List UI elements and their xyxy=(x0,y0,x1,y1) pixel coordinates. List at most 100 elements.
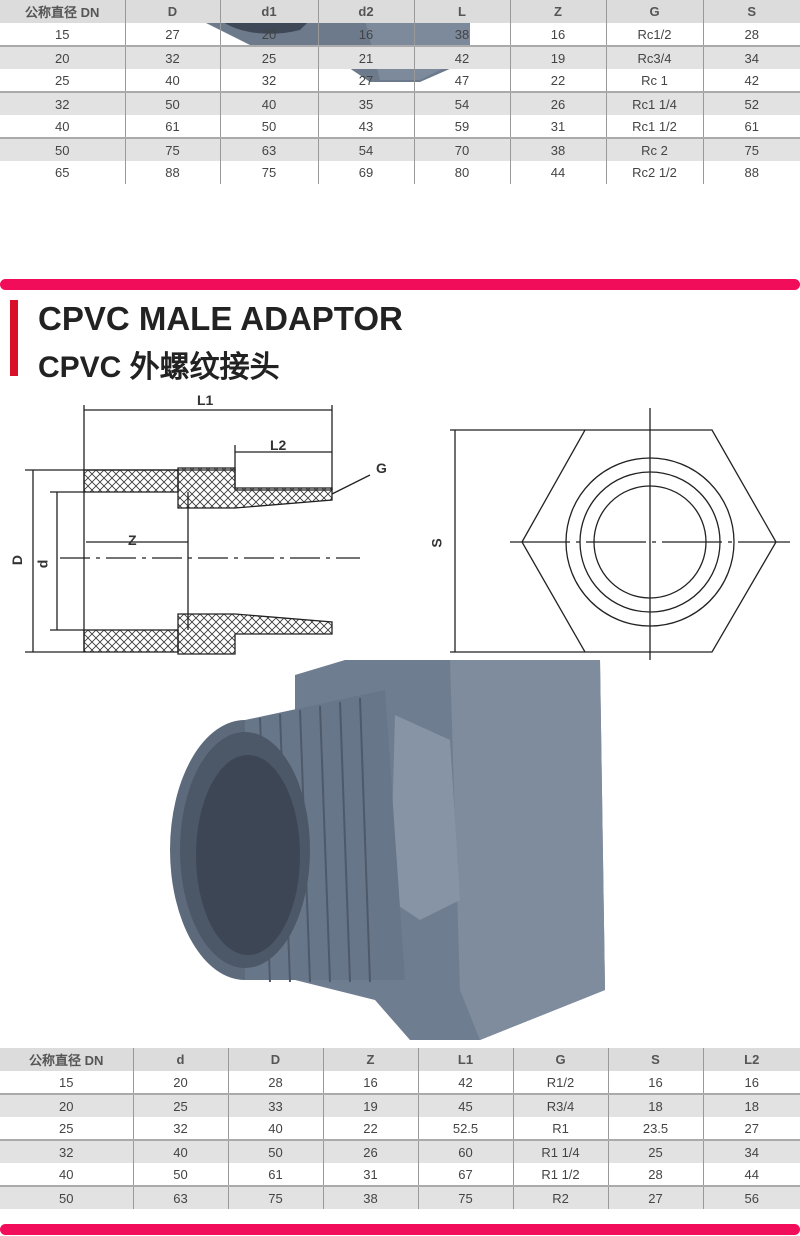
table-cell: 75 xyxy=(219,161,318,184)
column-header: D xyxy=(124,0,220,23)
table-cell: 50 xyxy=(219,115,318,138)
title-accent-bar xyxy=(10,300,18,376)
section-title-en: CPVC MALE ADAPTOR xyxy=(38,300,403,337)
column-header: d1 xyxy=(219,0,318,23)
label-G: G xyxy=(376,460,387,476)
label-L1: L1 xyxy=(197,392,214,408)
table-cell: 27 xyxy=(702,1117,800,1140)
table-cell: 26 xyxy=(322,1140,418,1163)
table-cell: 69 xyxy=(317,161,414,184)
table-cell: 70 xyxy=(413,138,510,161)
table-cell: 32 xyxy=(124,46,220,69)
table-cell: 40 xyxy=(55,118,70,134)
table-cell: 16 xyxy=(607,1071,703,1094)
table-cell: 54 xyxy=(413,92,510,115)
table-cell: 54 xyxy=(317,138,414,161)
column-header: Z xyxy=(509,0,606,23)
table-cell: R1 1/4 xyxy=(512,1140,608,1163)
table-cell: 75 xyxy=(124,138,220,161)
table-cell: 23.5 xyxy=(607,1117,703,1140)
table-cell: 50 xyxy=(124,92,220,115)
table-cell: 38 xyxy=(413,23,510,46)
table-cell: 61 xyxy=(124,115,220,138)
table-cell: 25 xyxy=(219,46,318,69)
table-cell: 88 xyxy=(124,161,220,184)
table-cell: 15 xyxy=(55,26,70,42)
table-cell: 16 xyxy=(509,23,606,46)
table-cell: 25 xyxy=(607,1140,703,1163)
table-cell: 16 xyxy=(317,23,414,46)
table-cell: 20 xyxy=(0,1094,133,1117)
divider-bar xyxy=(0,279,800,290)
table-cell: 63 xyxy=(132,1186,228,1209)
table-cell: Rc3/4 xyxy=(605,46,703,69)
table-cell: 22 xyxy=(509,69,606,92)
technical-drawing xyxy=(25,405,790,660)
table-cell: R1/2 xyxy=(512,1071,608,1094)
table-cell: R1 xyxy=(512,1117,608,1140)
table-cell: 50 xyxy=(132,1163,228,1186)
table-cell: 56 xyxy=(702,1186,800,1209)
label-d: d xyxy=(34,559,51,569)
table-cell: 34 xyxy=(702,1140,800,1163)
column-header: L2 xyxy=(702,1048,800,1071)
table-cell: 38 xyxy=(322,1186,418,1209)
table-cell: 88 xyxy=(702,161,800,184)
table-cell: 61 xyxy=(227,1163,323,1186)
table-cell: Rc 2 xyxy=(605,138,703,161)
table-cell: 21 xyxy=(317,46,414,69)
table-cell: 40 xyxy=(132,1140,228,1163)
column-header: G xyxy=(512,1048,608,1071)
table-cell: 61 xyxy=(702,115,800,138)
table-cell: 20 xyxy=(219,23,318,46)
table-cell: Rc1 1/2 xyxy=(605,115,703,138)
table-cell: Rc1 1/4 xyxy=(605,92,703,115)
table-cell: 20 xyxy=(132,1071,228,1094)
column-header: 公称直径 DN xyxy=(0,0,125,23)
table-cell: 33 xyxy=(227,1094,323,1117)
table-cell: 19 xyxy=(509,46,606,69)
table-cell: 25 xyxy=(132,1094,228,1117)
table-cell: 38 xyxy=(509,138,606,161)
table-cell: 16 xyxy=(702,1071,800,1094)
table-cell: 40 xyxy=(219,92,318,115)
section-title-cn: CPVC 外螺纹接头 xyxy=(38,351,280,384)
table-cell: 80 xyxy=(413,161,510,184)
table-cell: Rc1/2 xyxy=(605,23,703,46)
table-cell: 50 xyxy=(0,1186,133,1209)
table-cell: 45 xyxy=(417,1094,513,1117)
table-cell: 20 xyxy=(0,46,125,69)
label-L2: L2 xyxy=(270,437,287,453)
column-header: Z xyxy=(322,1048,418,1071)
column-header: d xyxy=(132,1048,228,1071)
table-cell: 27 xyxy=(317,69,414,92)
table-cell: 43 xyxy=(317,115,414,138)
table-cell: 44 xyxy=(702,1163,800,1186)
table-cell: 60 xyxy=(417,1140,513,1163)
table-cell: 75 xyxy=(417,1186,513,1209)
table-cell: 15 xyxy=(59,1074,74,1090)
table-cell: 32 xyxy=(219,69,318,92)
table-cell: 42 xyxy=(702,69,800,92)
table-cell: R3/4 xyxy=(512,1094,608,1117)
table-cell: R2 xyxy=(512,1186,608,1209)
table-cell: 16 xyxy=(322,1071,418,1094)
table-cell: 40 xyxy=(59,1166,74,1182)
table-cell: 42 xyxy=(413,46,510,69)
product-photo-male-adaptor xyxy=(170,660,605,1040)
table-cell: 26 xyxy=(509,92,606,115)
table-cell: 28 xyxy=(227,1071,323,1094)
table-cell: 18 xyxy=(607,1094,703,1117)
